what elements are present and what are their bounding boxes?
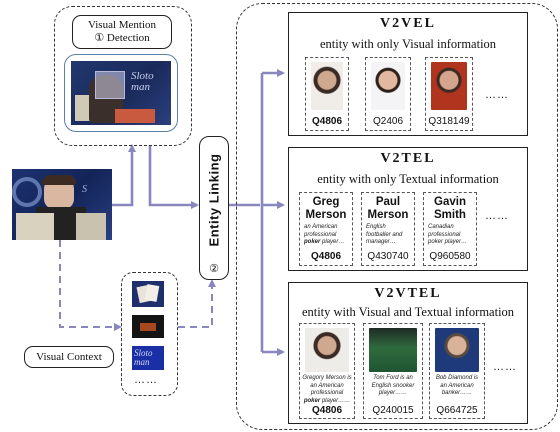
panel-title: V2VEL [380, 16, 436, 31]
panel-v2tel: V2TEL entity with only Textual informati… [288, 147, 528, 271]
entity-card: Q318149 [425, 57, 473, 131]
entity-photo [305, 328, 349, 372]
arrow-to-context [59, 240, 122, 331]
detection-group [54, 6, 192, 146]
entity-qid: Q2406 [372, 116, 404, 127]
arrow-context-to-linking [178, 279, 216, 328]
arrow-to-detection [112, 144, 136, 207]
entity-photo [369, 328, 417, 372]
panel-subtitle: entity with only Visual information [319, 37, 497, 51]
entity-linking-number: ② [209, 263, 219, 275]
context-dots: …… [134, 374, 158, 386]
panel-dots: …… [485, 89, 509, 101]
entity-card: Bob Diamond is an American banker…… Q664… [429, 323, 485, 419]
detection-label-box: Visual Mention ① Detection [72, 15, 172, 49]
panel-dots: …… [485, 210, 509, 222]
detection-title: Visual Mention [87, 19, 157, 31]
entity-card: Tom Ford is an English snooker player…… … [363, 323, 423, 419]
detection-subtitle: ① Detection [94, 32, 150, 44]
panel-subtitle: entity with only Textual information [317, 172, 499, 186]
arrow-to-linking [148, 145, 199, 209]
panel-title: V2VTEL [374, 286, 442, 301]
main-image: S [12, 169, 112, 240]
context-group [121, 272, 178, 396]
entity-photo [311, 62, 343, 110]
entity-card: Gavin Smith Canadian professional poker … [423, 192, 477, 266]
panel-v2vel: V2VEL entity with only Visual informatio… [288, 12, 528, 136]
entity-qid: Q318149 [428, 116, 470, 127]
entity-photo [371, 62, 405, 110]
entity-description: Bob Diamond is an American banker…… [435, 375, 479, 396]
entity-name: Gavin Smith [434, 196, 466, 221]
entity-qid: Q240015 [372, 405, 414, 416]
context-image-1 [132, 281, 164, 307]
entity-description: Tom Ford is an English snooker player…… [371, 375, 415, 396]
entity-qid: Q4806 [310, 251, 342, 262]
knowledge-base-group [236, 3, 558, 430]
bounding-box [95, 71, 125, 99]
panel-dots: …… [493, 361, 517, 373]
entity-card: Gregory Merson is an American profession… [299, 323, 355, 419]
context-image-2 [132, 315, 164, 338]
entity-description: an American professional poker player… [304, 224, 345, 245]
entity-name: Paul Merson [367, 196, 409, 221]
entity-qid: Q4806 [311, 116, 343, 127]
entity-description: Gregory Merson is an American profession… [302, 375, 352, 404]
entity-description: Canadian professional poker player… [428, 224, 468, 245]
panel-subtitle: entity with Visual and Textual informati… [301, 305, 515, 319]
entity-card: Q4806 [305, 57, 349, 131]
entity-qid: Q430740 [367, 251, 409, 262]
entity-name: Greg Merson [305, 196, 347, 221]
entity-qid: Q4806 [311, 405, 343, 416]
entity-card: Greg Merson an American professional pok… [299, 192, 353, 266]
entity-photo [435, 328, 479, 372]
entity-linking-box: Entity Linking ② [199, 136, 229, 280]
entity-qid: Q664725 [436, 405, 478, 416]
entity-card: Q2406 [365, 57, 411, 131]
panel-v2vtel: V2VTEL entity with Visual and Textual in… [288, 282, 528, 424]
entity-photo [431, 62, 467, 110]
entity-linking-label: Entity Linking [206, 153, 222, 247]
panel-title: V2TEL [380, 151, 436, 166]
entity-qid: Q960580 [429, 251, 471, 262]
entity-description: English footballer and manager… [366, 224, 403, 245]
entity-card: Paul Merson English footballer and manag… [361, 192, 415, 266]
visual-context-label: Visual Context [24, 346, 114, 368]
